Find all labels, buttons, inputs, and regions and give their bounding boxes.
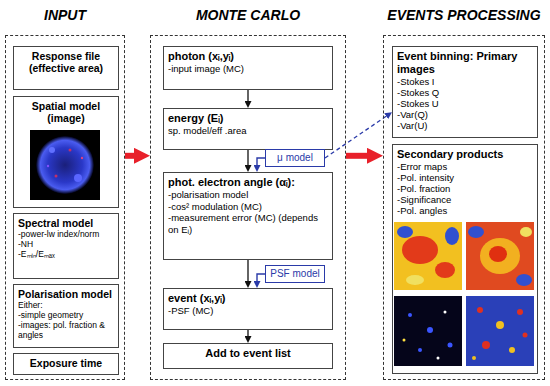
process-box: Secondary products-Error maps-Pol. inten… <box>392 144 538 374</box>
box-heading: Spectral model <box>18 217 114 229</box>
flow-arrow <box>247 260 248 281</box>
process-box: Spectral model-power-lw index/norm-NH-Eₘ… <box>13 213 119 279</box>
box-item: -Var(Q) <box>397 109 533 120</box>
process-box: event (xᵢ,yᵢ)-PSF (MC) <box>163 288 333 330</box>
box-item: -cos² modulation (MC) <box>168 201 328 213</box>
box-item: -Var(U) <box>397 120 533 131</box>
model-tag: PSF model <box>265 265 325 283</box>
box-heading: phot. electron angle (αᵢ): <box>168 176 328 189</box>
box-item: -Stokes Q <box>397 87 533 98</box>
process-box: Event binning: Primary images-Stokes I-S… <box>392 46 538 138</box>
column-heading: EVENTS PROCESSING <box>374 7 550 23</box>
box-item: sp. model/eff .area <box>168 125 328 137</box>
box-heading: Add to event list <box>168 347 328 360</box>
model-tag: μ model <box>265 149 325 167</box>
flow-arrow <box>346 153 367 159</box>
box-heading: event (xᵢ,yᵢ) <box>168 292 328 305</box>
pol-intensity-map <box>466 222 534 290</box>
process-box: Response file (effective area) <box>13 46 119 90</box>
process-box: Add to event list <box>163 343 333 369</box>
flow-arrow <box>247 330 248 336</box>
box-item: -Pol. intensity <box>397 172 533 183</box>
process-box: Exposure time <box>13 353 119 375</box>
model-label: PSF model <box>270 268 319 280</box>
box-heading: Exposure time <box>18 357 114 369</box>
box-heading: Response file (effective area) <box>18 50 114 74</box>
box-item: -images: pol. fraction & angles <box>18 320 114 340</box>
box-item: -NH <box>18 239 114 249</box>
box-item: -Error maps <box>397 161 533 172</box>
box-heading: photon (xᵢ,yᵢ) <box>168 50 328 63</box>
box-item: -Pol. fraction <box>397 183 533 194</box>
flow-arrow <box>257 158 265 165</box>
flow-arrow <box>125 153 134 159</box>
box-item: Either: <box>18 300 114 310</box>
box-heading: Polarisation model <box>18 288 114 300</box>
pol-fraction-map <box>394 296 462 366</box>
process-box: photon (xᵢ,yᵢ)-input image (MC) <box>163 46 333 90</box>
process-box: Spatial model (image) <box>13 96 119 208</box>
pol-angle-map <box>466 296 534 366</box>
column-panel: MONTE CARLOphoton (xᵢ,yᵢ)-input image (M… <box>150 35 346 380</box>
flow-arrow <box>247 90 248 101</box>
column-heading: INPUT <box>0 7 134 23</box>
box-item: -Stokes U <box>397 98 533 109</box>
box-item: -Stokes I <box>397 76 533 87</box>
box-item: -power-lw index/norm <box>18 229 114 239</box>
flow-arrow <box>325 116 386 158</box>
box-heading: Secondary products <box>397 148 533 161</box>
box-item: -simple geometry <box>18 310 114 320</box>
box-heading: Spatial model (image) <box>18 100 114 124</box>
box-item: -PSF (MC) <box>168 305 328 317</box>
box-item: -input image (MC) <box>168 63 328 75</box>
process-box: phot. electron angle (αᵢ):-polarisation … <box>163 172 333 260</box>
box-item: -Pol. angles <box>397 205 533 216</box>
flow-arrow <box>257 274 265 281</box>
error-map <box>394 222 462 290</box>
box-heading: Event binning: Primary images <box>397 50 533 76</box>
spatial-image <box>30 130 100 200</box>
box-item: -Significance <box>397 194 533 205</box>
process-box: Polarisation modelEither:-simple geometr… <box>13 284 119 348</box>
box-item: -Eₘᵢₙ/Eₘₐₓ <box>18 249 114 259</box>
column-heading: MONTE CARLO <box>141 7 355 23</box>
model-label: μ model <box>277 152 313 164</box>
flow-arrow <box>247 150 248 165</box>
box-item: -polarisation model <box>168 189 328 201</box>
box-item: -measurement error (MC) (depends on Eᵢ) <box>168 212 328 235</box>
column-panel: EVENTS PROCESSINGEvent binning: Primary … <box>383 35 545 380</box>
box-heading: energy (Eᵢ) <box>168 112 328 125</box>
process-box: energy (Eᵢ)sp. model/eff .area <box>163 108 333 150</box>
column-panel: INPUTResponse file (effective area)Spati… <box>5 35 125 380</box>
